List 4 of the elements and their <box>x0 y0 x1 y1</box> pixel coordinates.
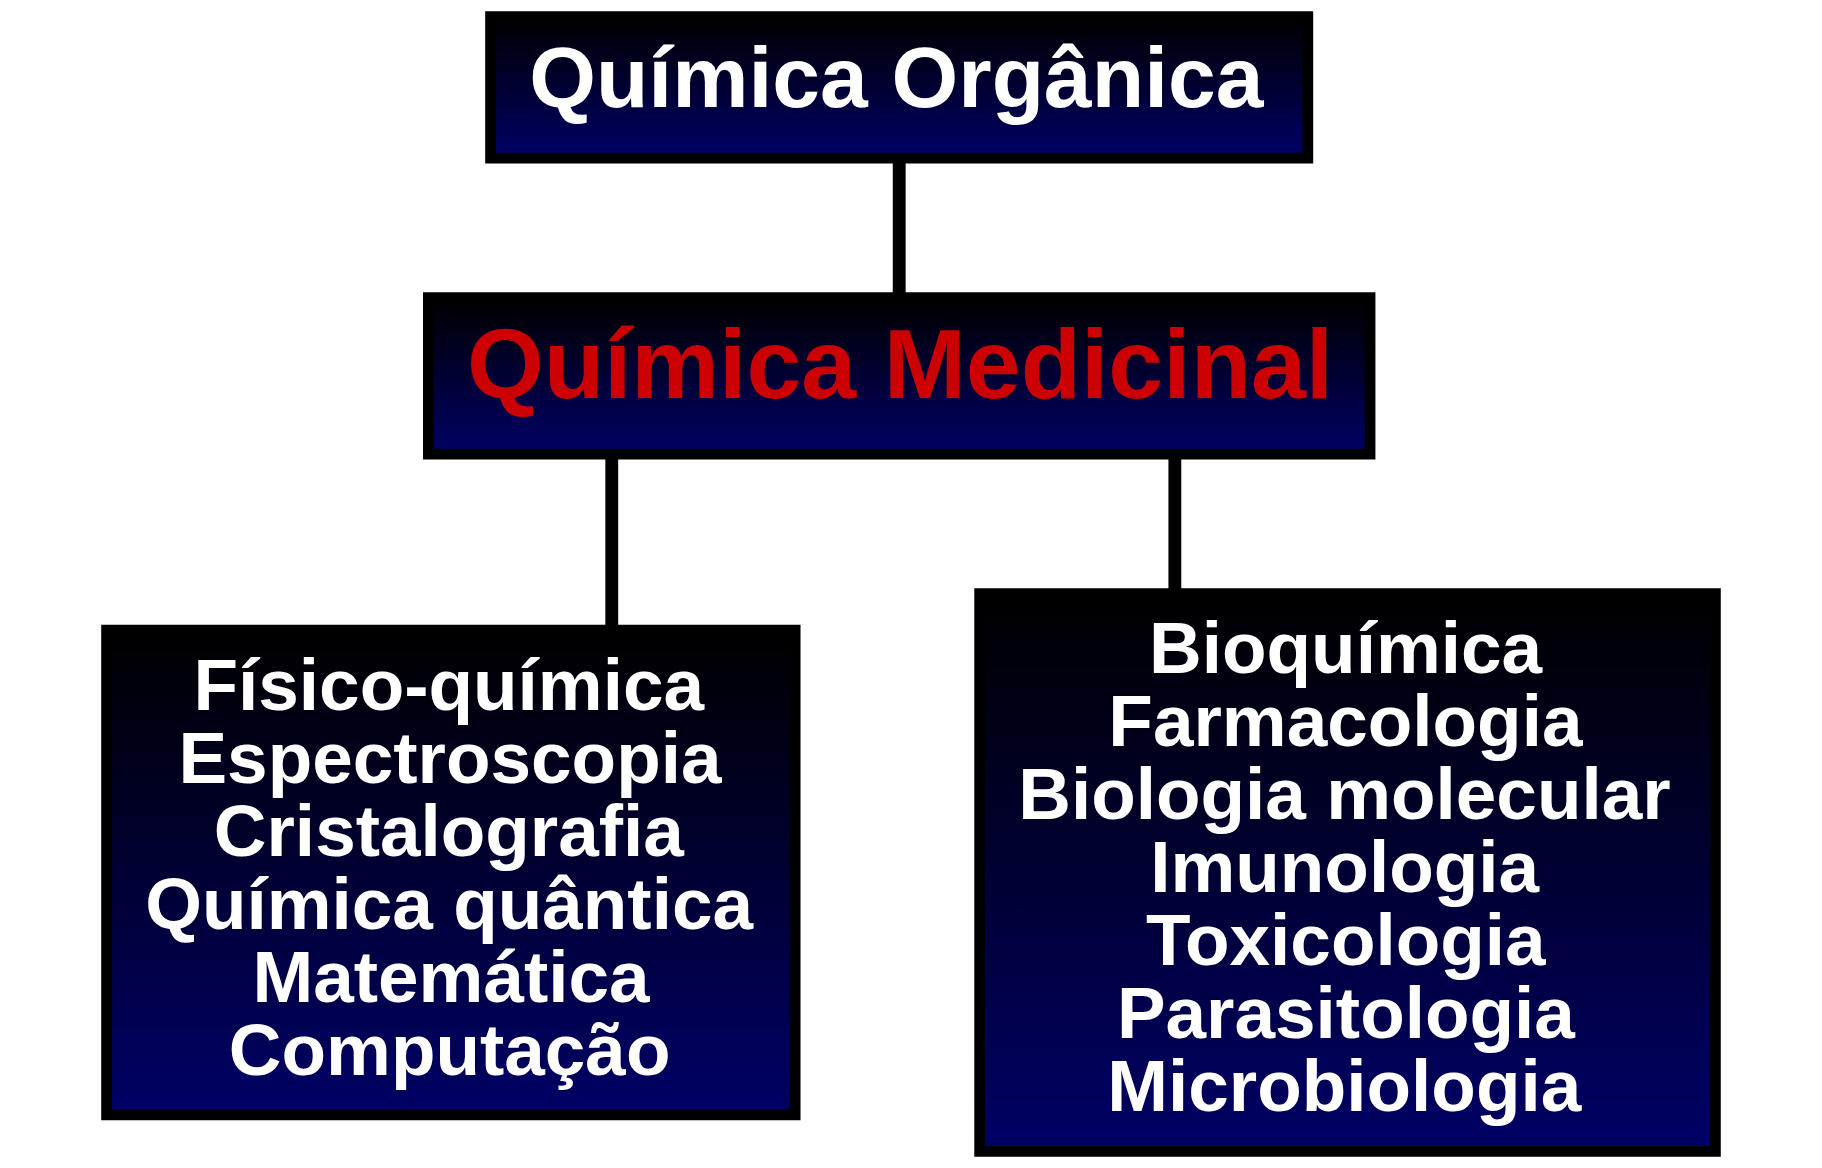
node-box: Bioquímica Farmacologia Biologia molecular Imunologia Toxicologia Parasitologia Microbiologia <box>974 588 1721 1157</box>
node-box: Química Orgânica <box>485 11 1314 164</box>
node-box: Química Medicinal <box>423 292 1376 460</box>
node-box: Físico-química Espectroscopia Cristalografia Química quântica Matemática Computação <box>101 624 801 1121</box>
